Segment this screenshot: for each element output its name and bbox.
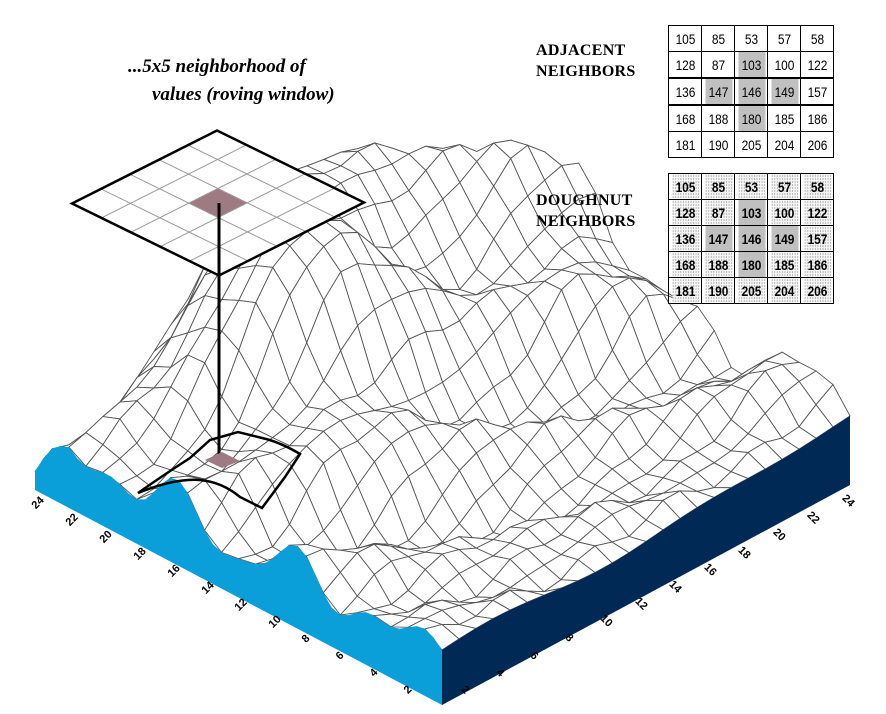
table-cell: 136 — [670, 225, 700, 252]
roving-window — [69, 129, 367, 510]
table-cell: 53 — [736, 25, 766, 52]
table-cell: 122 — [802, 51, 832, 79]
doughnut-label-line-2: NEIGHBORS — [536, 213, 636, 230]
window-grid-line — [159, 173, 306, 248]
table-cell: 149 — [769, 225, 799, 252]
table-cell: 181 — [670, 277, 700, 304]
window-grid-line — [189, 187, 335, 262]
table-cell: 87 — [703, 51, 733, 79]
doughnut-label-line-1: DOUGHNUT — [536, 192, 633, 209]
table-cell: 181 — [670, 131, 700, 158]
table-cell: 87 — [703, 199, 733, 226]
table-cell: 105 — [670, 173, 700, 200]
table-cell: 185 — [769, 104, 799, 132]
table-cell: 188 — [703, 104, 733, 132]
window-grid-line — [187, 144, 336, 218]
caption-line-1: ...5x5 neighborhood of — [128, 56, 306, 77]
caption-line-2: values (roving window) — [152, 84, 335, 105]
table-cell: 205 — [736, 277, 766, 304]
table-cell: 53 — [736, 173, 766, 200]
adjacent-label-line-2: NEIGHBORS — [536, 63, 636, 80]
table-cell: 128 — [670, 51, 700, 79]
window-outline — [69, 129, 367, 277]
table-cell: 204 — [769, 131, 799, 158]
table-cell: 185 — [769, 251, 799, 278]
table-cell: 180 — [736, 251, 766, 278]
table-cell: 147 — [703, 225, 733, 252]
table-cell: 149 — [769, 77, 799, 106]
table-cell: 100 — [769, 51, 799, 79]
table-cell: 105 — [670, 25, 700, 52]
table-cell: 206 — [802, 131, 832, 158]
table-cell: 146 — [736, 225, 766, 252]
window-grid-line — [100, 188, 249, 262]
table-cell: 157 — [802, 225, 832, 252]
table-cell: 190 — [703, 277, 733, 304]
table-cell: 128 — [670, 199, 700, 226]
table-cell: 100 — [769, 199, 799, 226]
table-cell: 157 — [802, 77, 832, 106]
table-cell: 147 — [703, 77, 733, 106]
table-cell: 204 — [769, 277, 799, 304]
surface-neighborhood-outline — [137, 430, 302, 510]
doughnut-label: DOUGHNUT NEIGHBORS — [536, 190, 636, 232]
table-cell: 168 — [670, 251, 700, 278]
table-cell: 186 — [802, 251, 832, 278]
table-cell: 85 — [703, 25, 733, 52]
table-cell: 85 — [703, 173, 733, 200]
table-cell: 136 — [670, 77, 700, 106]
table-cell: 57 — [769, 173, 799, 200]
window-grid-line — [101, 144, 247, 219]
adjacent-label: ADJACENT NEIGHBORS — [536, 40, 636, 82]
table-cell: 146 — [736, 77, 766, 106]
adjacent-label-line-1: ADJACENT — [536, 42, 626, 59]
table-cell: 103 — [736, 199, 766, 226]
table-cell: 180 — [736, 104, 766, 132]
table-cell: 122 — [802, 199, 832, 226]
left-side-face — [35, 446, 442, 705]
table-cell: 58 — [802, 25, 832, 52]
table-cell: 57 — [769, 25, 799, 52]
table-cell: 206 — [802, 277, 832, 304]
surface-center-cell — [205, 452, 240, 468]
table-cell: 186 — [802, 104, 832, 132]
right-side-face — [442, 415, 850, 705]
window-grid-line — [129, 173, 278, 247]
table-cell: 190 — [703, 131, 733, 158]
table-cell: 205 — [736, 131, 766, 158]
table-cell: 58 — [802, 173, 832, 200]
table-cell: 168 — [670, 104, 700, 132]
table-cell: 188 — [703, 251, 733, 278]
table-cell: 103 — [736, 51, 766, 79]
window-grid-line — [130, 158, 277, 233]
window-grid-line — [158, 159, 307, 233]
